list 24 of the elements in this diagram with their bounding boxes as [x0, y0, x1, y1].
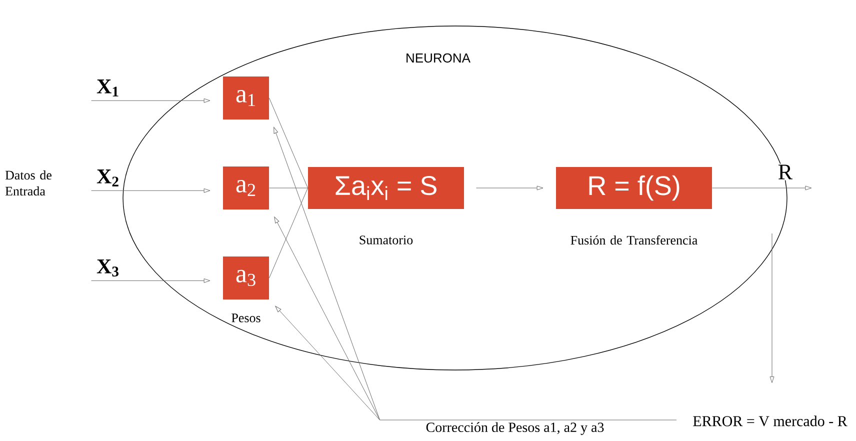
- arrow: [275, 306, 380, 420]
- side-label: Datos de Entrada: [5, 170, 52, 196]
- error-formula: ERROR = V mercado - R: [693, 416, 848, 426]
- weight-box: a$_{1}$: [223, 76, 269, 120]
- function-box: R = f(S): [556, 167, 712, 209]
- input-label: X$_{2}$: [96, 170, 118, 186]
- arrow: [91, 278, 210, 283]
- caption-text: Sumatorio: [360, 236, 413, 244]
- weight-box: a$_{2}$: [223, 166, 269, 210]
- arrow: [274, 216, 380, 420]
- input-label: X$_{1}$: [96, 80, 118, 96]
- input-label: X$_{3}$: [96, 259, 118, 276]
- weight-box: a$_{3}$: [223, 256, 269, 300]
- correction-text: Corrección de Pesos a1, a2 y a3: [426, 422, 604, 435]
- caption-text: Fusión de Transferencia: [570, 235, 698, 245]
- arrow: [274, 126, 380, 420]
- function-box: Σa$_{i}$x$_{i}$ = S: [308, 167, 464, 209]
- arrow: [91, 98, 210, 103]
- arrow: [91, 188, 210, 193]
- arrow: [770, 233, 774, 383]
- edge-label: R: [778, 164, 792, 180]
- caption-text: Pesos: [232, 314, 260, 322]
- arrow: [476, 186, 544, 190]
- arrow: [712, 186, 812, 190]
